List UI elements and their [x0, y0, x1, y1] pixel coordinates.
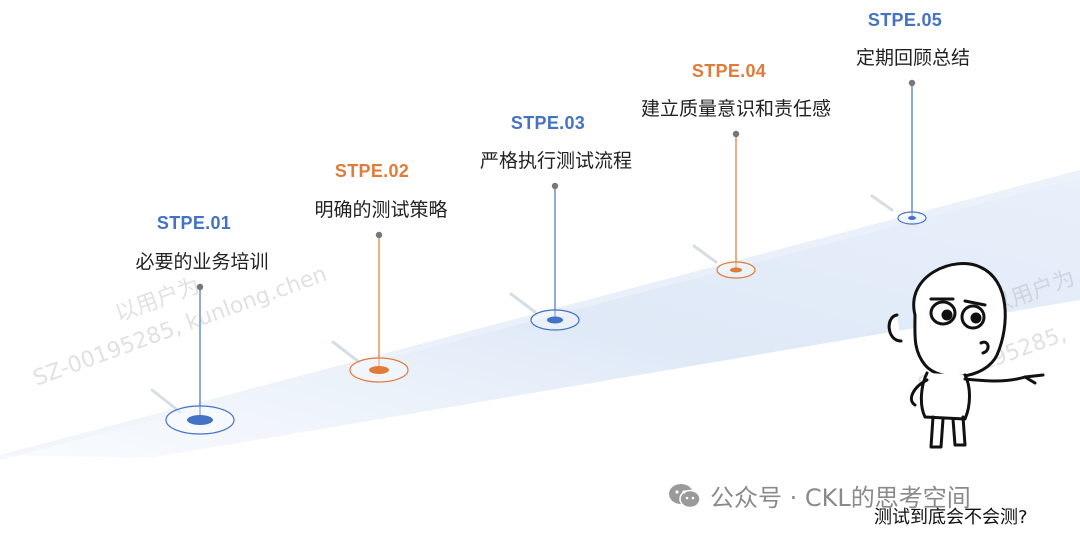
marker-center-dot [908, 216, 916, 220]
marker-top-dot [551, 182, 559, 190]
step-3-marker [509, 182, 580, 331]
marker-center-dot [369, 366, 389, 374]
marker-top-dot [196, 283, 204, 291]
marker-top-dot [375, 231, 383, 239]
step-4-desc: 建立质量意识和责任感 [640, 98, 832, 120]
marker-top-dot [732, 130, 740, 138]
marker-center-dot [187, 415, 213, 425]
step-markers [150, 79, 927, 435]
marker-shadow [509, 292, 537, 314]
marker-shadow [331, 340, 361, 364]
caption-text: 测试到底会不会测? [874, 507, 1028, 528]
step-5-desc: 定期回顾总结 [855, 47, 971, 69]
footer-text: 公众号 · CKL的思考空间 [710, 484, 971, 512]
cartoon-character-illustration [887, 262, 1045, 449]
step-4-marker [692, 130, 756, 279]
wechat-icon [669, 483, 701, 508]
step-1-title: STPE.01 [156, 213, 232, 233]
marker-shadow [692, 244, 718, 264]
marker-center-dot [547, 316, 563, 324]
step-2-desc: 明确的测试策略 [314, 199, 448, 221]
step-2-marker [331, 231, 409, 383]
marker-shadow [870, 194, 894, 212]
marker-shadow [150, 388, 182, 414]
marker-top-dot [908, 79, 916, 87]
step-3-desc: 严格执行测试流程 [479, 150, 633, 172]
step-4-title: STPE.04 [691, 61, 767, 81]
marker-center-dot [730, 267, 742, 273]
footer-account: 公众号 · CKL的思考空间 [668, 478, 971, 513]
step-5-marker [870, 79, 927, 225]
timeline-road-edge [0, 170, 1080, 460]
step-5-title: STPE.05 [867, 10, 943, 30]
step-3-title: STPE.03 [510, 113, 586, 133]
step-1-desc: 必要的业务培训 [135, 251, 269, 273]
step-2-title: STPE.02 [334, 161, 410, 181]
step-1-marker [150, 283, 235, 435]
